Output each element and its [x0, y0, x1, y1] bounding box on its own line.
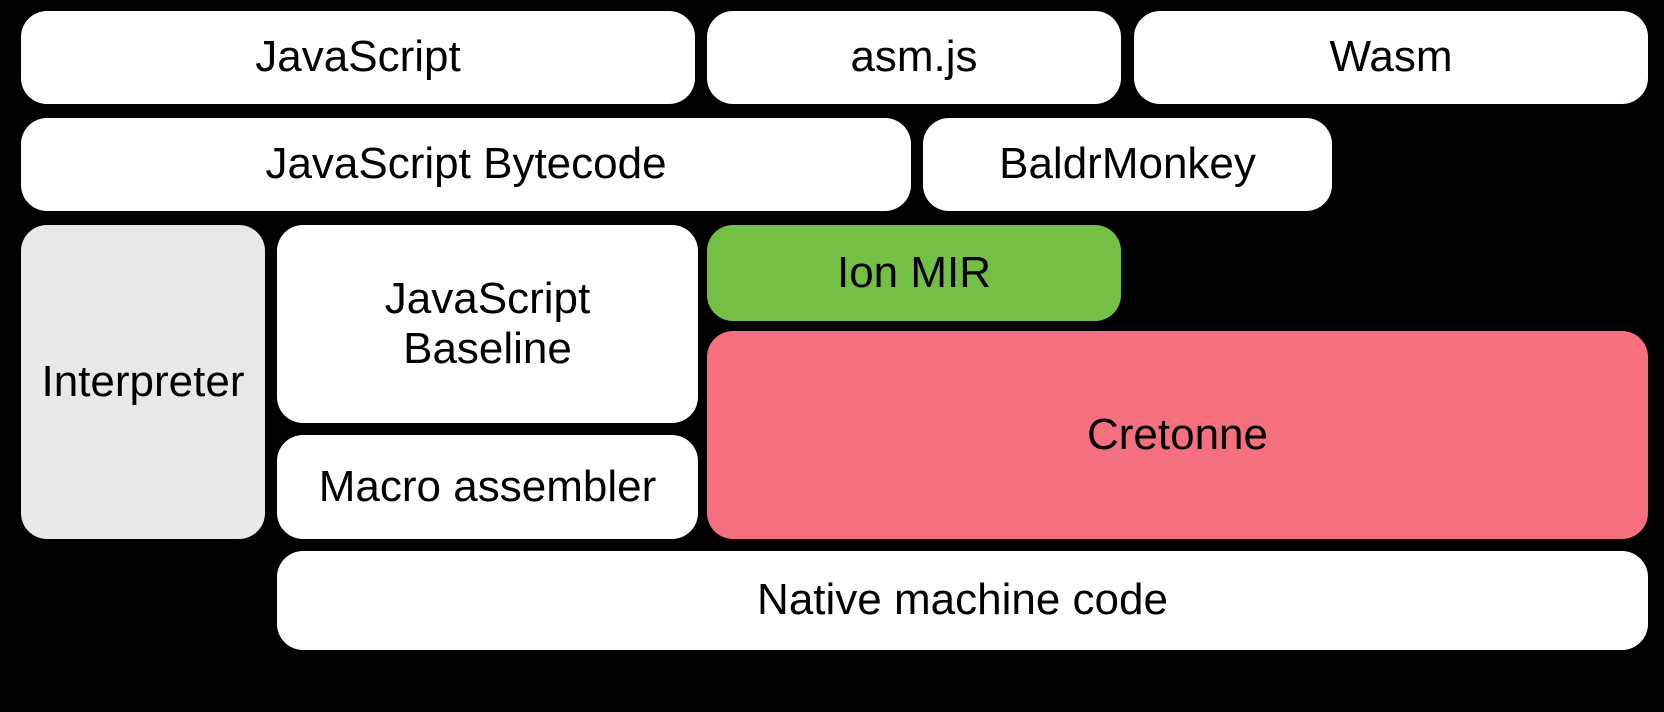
box-interpreter: Interpreter — [21, 225, 265, 539]
box-macro-assembler: Macro assembler — [277, 435, 698, 539]
box-ion-mir: Ion MIR — [707, 225, 1121, 321]
box-asm-js: asm.js — [707, 11, 1121, 104]
box-native-machine-code: Native machine code — [277, 551, 1648, 650]
box-cretonne: Cretonne — [707, 331, 1648, 539]
box-javascript: JavaScript — [21, 11, 695, 104]
box-wasm: Wasm — [1134, 11, 1648, 104]
box-javascript-bytecode: JavaScript Bytecode — [21, 118, 911, 211]
box-baldrmonkey: BaldrMonkey — [923, 118, 1332, 211]
box-javascript-baseline: JavaScript Baseline — [277, 225, 698, 423]
